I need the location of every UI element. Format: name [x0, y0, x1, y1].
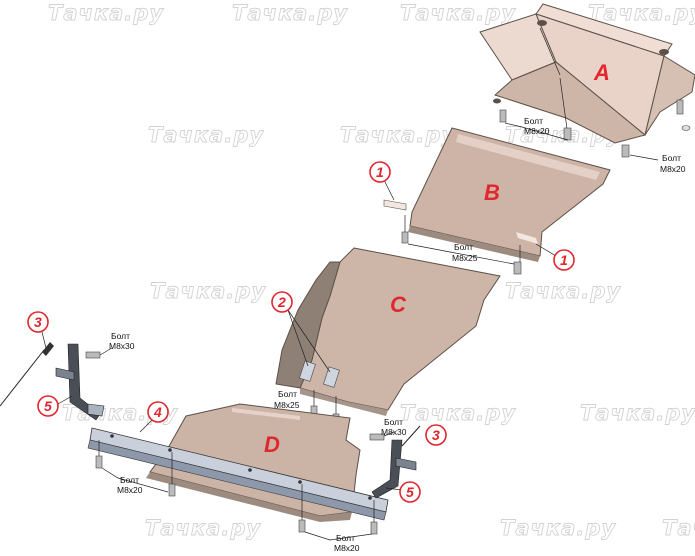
- callout-circle: [271, 291, 293, 313]
- callout-circle: [27, 311, 49, 333]
- bolt-m8x30-right: Болт M8x30: [369, 417, 407, 441]
- watermark: Тачка.ру: [588, 1, 695, 25]
- bolt-icon: [370, 521, 378, 535]
- watermark: Тачка.ру: [150, 279, 266, 303]
- bolt-icon: [298, 519, 306, 533]
- bolt-size-label: M8x30: [381, 427, 407, 437]
- plate-a-bolts: Болт M8x20 Болт M8x20: [499, 27, 691, 174]
- bottom-bolts: Болт M8x20 Болт M8x20: [95, 440, 378, 553]
- bolt-size-label: M8x20: [334, 543, 360, 553]
- bolt-label: Болт: [662, 153, 681, 163]
- bolt-icon: [621, 144, 630, 158]
- bolt-icon: [95, 455, 103, 469]
- bracket-left: [55, 343, 105, 421]
- bolt-size-label: M8x20: [660, 164, 686, 174]
- plate-d-label: D: [264, 432, 280, 457]
- callout-number: 1: [376, 164, 384, 180]
- callout-number: 5: [406, 484, 414, 500]
- callout-circle: [399, 481, 421, 503]
- watermark: Тачка.ру: [580, 401, 695, 425]
- bolt-size-label: M8x20: [117, 485, 143, 495]
- plate-b-bolts: Болт M8x25: [401, 215, 522, 275]
- plate-a-label: A: [593, 60, 610, 85]
- bolt-size-label: M8x30: [109, 341, 135, 351]
- callout-number: 5: [44, 398, 52, 414]
- bolt-size-label: M8x25: [274, 400, 300, 410]
- bolt-icon: [168, 483, 176, 497]
- watermark: Тачка.ру: [340, 123, 456, 147]
- plate-c: C: [275, 247, 501, 416]
- spring-left: [0, 342, 54, 407]
- plate-a: A: [479, 3, 695, 144]
- callout-circle: [147, 401, 169, 423]
- bolt-label: Болт: [454, 242, 473, 252]
- callout-number: 2: [277, 294, 286, 310]
- bolt-icon: [676, 99, 684, 115]
- bolt-icon: [513, 261, 522, 275]
- watermark: Тачка.ру: [662, 516, 695, 540]
- bracket-right: [371, 439, 417, 499]
- callouts: 1 1 2 3 3 5 5 4: [27, 161, 575, 503]
- callout-number: 4: [153, 404, 162, 420]
- bolt-icon: [401, 231, 409, 244]
- bolt-label: Болт: [524, 116, 543, 126]
- bolt-icon: [563, 127, 572, 141]
- callout-number: 1: [560, 252, 568, 268]
- bolt-m8x30-left: Болт M8x30: [85, 331, 135, 359]
- watermark: Тачка.ру: [400, 1, 516, 25]
- bolt-label: Болт: [384, 417, 403, 427]
- callout-number: 3: [34, 314, 42, 330]
- bolt-size-label: M8x20: [524, 126, 550, 136]
- crossmember-4: [87, 427, 389, 521]
- bolt-label: Болт: [120, 475, 139, 485]
- watermark: Тачка.ру: [400, 401, 516, 425]
- spring-right: [401, 425, 421, 447]
- watermark: Тачка.ру: [500, 516, 616, 540]
- bolt-label: Болт: [111, 331, 130, 341]
- callout-circle: [425, 424, 447, 446]
- plate-c-label: C: [390, 292, 407, 317]
- bolt-label: Болт: [336, 533, 355, 543]
- watermark: Тачка.ру: [505, 279, 621, 303]
- callout-circle: [37, 395, 59, 417]
- watermark: Тачка.ру: [148, 123, 264, 147]
- watermark: Тачка.ру: [48, 1, 164, 25]
- bolt-label: Болт: [278, 389, 297, 399]
- callout-number: 3: [432, 427, 440, 443]
- bolt-icon: [499, 109, 507, 123]
- watermark: Тачка.ру: [145, 516, 261, 540]
- plate-b: B: [383, 127, 611, 262]
- bolt-icon: [369, 433, 385, 441]
- callout-circle: [553, 249, 575, 271]
- plate-b-label: B: [484, 180, 500, 205]
- watermark: Тачка.ру: [232, 1, 348, 25]
- bolt-icon: [85, 351, 101, 359]
- bolt-size-label: M8x25: [452, 253, 478, 263]
- callout-circle: [369, 161, 391, 183]
